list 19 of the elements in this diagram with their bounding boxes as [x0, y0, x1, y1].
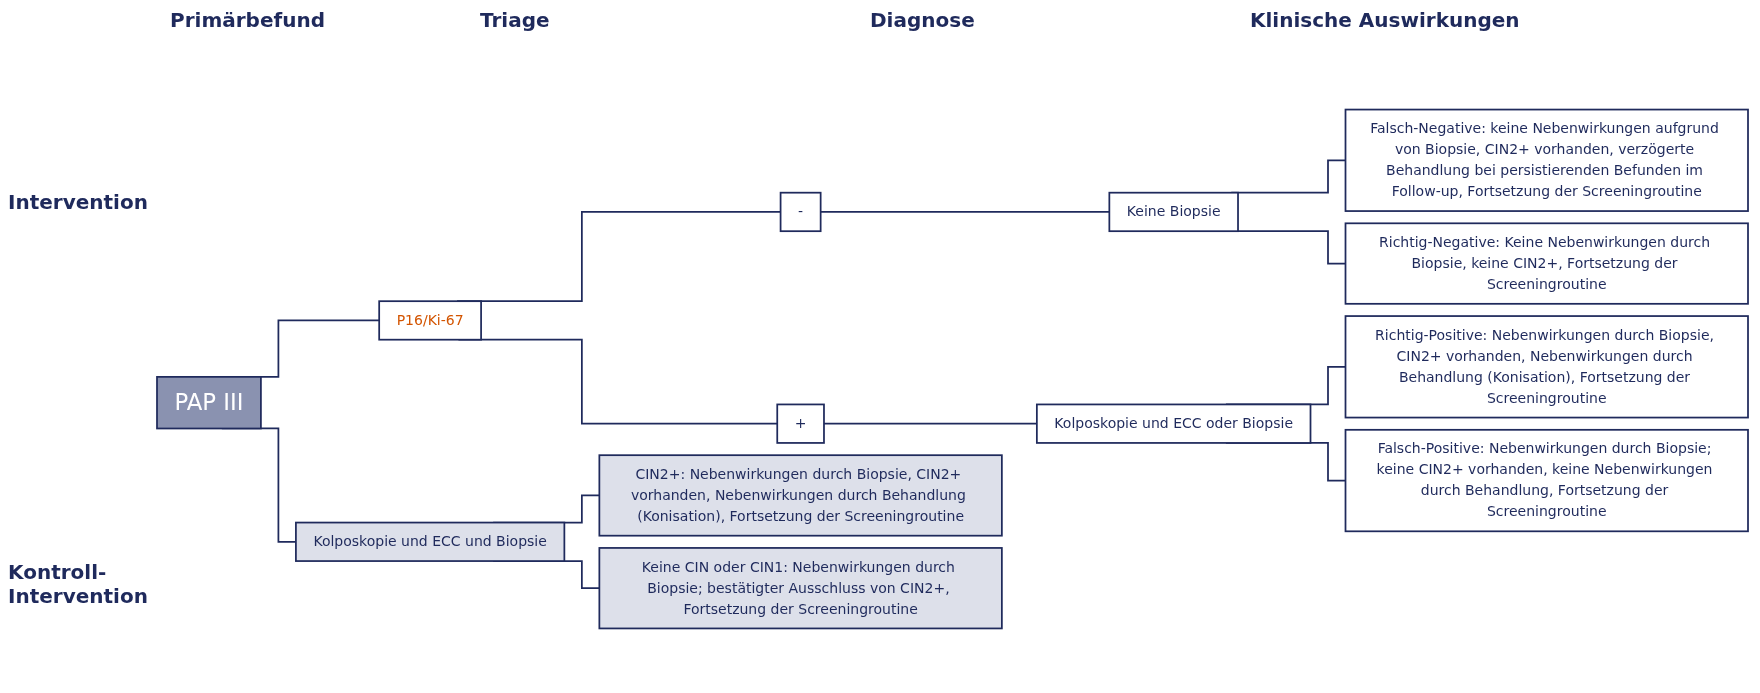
- node-box: CIN2+: Nebenwirkungen durch Biopsie, CIN2+ vorhanden, Nebenwirkungen durch Behandlung (Konisation), Fortsetzung der Screeningroutine: [598, 454, 1003, 537]
- node-box: -: [779, 191, 822, 233]
- node-box: Keine Biopsie: [1108, 191, 1239, 233]
- row-label: Intervention: [8, 190, 148, 214]
- column-heading: Diagnose: [870, 8, 975, 32]
- row-label: Kontroll-Intervention: [8, 560, 148, 608]
- node-box: Keine CIN oder CIN1: Nebenwirkungen durch Biopsie; bestätigter Ausschluss von CIN2+, Fortsetzung der Screeningroutine: [598, 547, 1003, 630]
- node-box: Kolposkopie und ECC und Biopsie: [295, 521, 566, 562]
- column-heading: Klinische Auswirkungen: [1250, 8, 1520, 32]
- node-box: Falsch-Positive: Nebenwirkungen durch Biopsie; keine CIN2+ vorhanden, keine Nebenwirkungen durch Behandlung, Fortsetzung der Screeningroutine: [1344, 428, 1749, 533]
- column-heading: Primärbefund: [170, 8, 325, 32]
- node-box: Richtig-Positive: Nebenwirkungen durch Biopsie, CIN2+ vorhanden, Nebenwirkungen durch Behandlung (Konisation), Fortsetzung der Screeningroutine: [1344, 315, 1749, 419]
- node-box: Kolposkopie und ECC oder Biopsie: [1036, 403, 1312, 444]
- node-box: PAP III: [156, 376, 262, 430]
- node-box: P16/Ki-67: [378, 300, 482, 341]
- node-box: +: [776, 403, 825, 444]
- node-box: Richtig-Negative: Keine Nebenwirkungen durch Biopsie, keine CIN2+, Fortsetzung der Screeningroutine: [1344, 222, 1749, 305]
- column-heading: Triage: [480, 8, 550, 32]
- node-box: Falsch-Negative: keine Nebenwirkungen aufgrund von Biopsie, CIN2+ vorhanden, verzögerte Behandlung bei persistierenden Befunden im Follow-up, Fortsetzung der Screeningroutine: [1344, 108, 1749, 212]
